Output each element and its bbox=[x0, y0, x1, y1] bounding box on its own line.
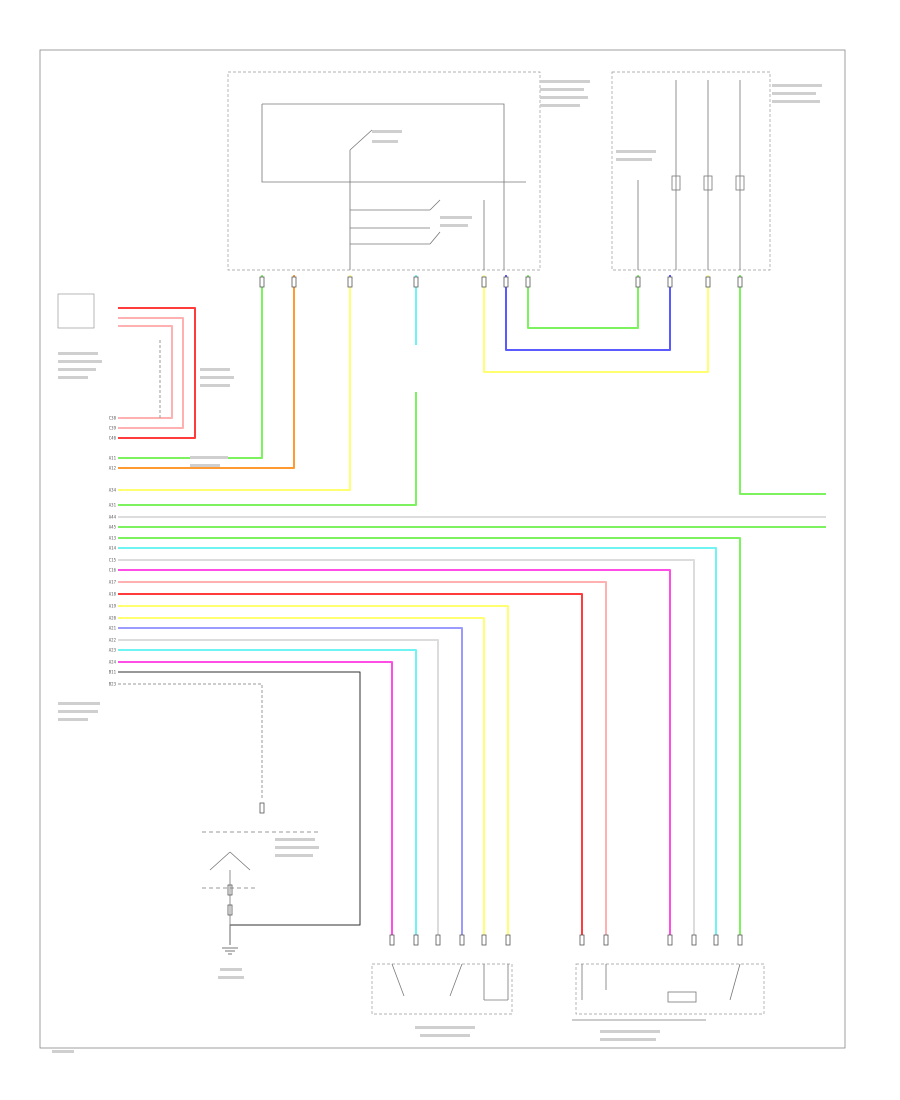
ecm-pin-6: A31 bbox=[109, 503, 117, 508]
ecm-pin-0: C38 bbox=[109, 416, 117, 421]
page-border bbox=[39, 49, 846, 1049]
wire-harness bbox=[118, 275, 826, 945]
wire-w4 bbox=[118, 275, 263, 459]
connector-pins bbox=[227, 276, 743, 946]
relay-contacts bbox=[261, 103, 526, 270]
connector-20 bbox=[691, 934, 697, 946]
sensor-elements bbox=[572, 963, 741, 1021]
connector-12 bbox=[413, 934, 419, 946]
connector-23 bbox=[259, 802, 265, 814]
sensor-box bbox=[575, 963, 765, 1015]
connector-3 bbox=[413, 276, 419, 288]
connector-7 bbox=[635, 276, 641, 288]
wire-w27 bbox=[739, 275, 826, 495]
ecm-pin-20: A24 bbox=[109, 660, 117, 665]
ecm-box bbox=[57, 293, 95, 329]
ecm-pin-18: A22 bbox=[109, 638, 117, 643]
wire-w22 bbox=[118, 671, 361, 945]
ecm-pin-9: A13 bbox=[109, 536, 117, 541]
wire-w5 bbox=[118, 275, 295, 469]
wire-w11 bbox=[118, 547, 717, 945]
wire-w25 bbox=[505, 275, 671, 351]
ecm-pin-column: C38C39C40A11A12A34A31A44A45A13A14C15C16A… bbox=[109, 416, 117, 687]
wire-w12 bbox=[118, 559, 695, 945]
connector-8 bbox=[667, 276, 673, 288]
wire-w14 bbox=[118, 581, 607, 945]
wire-w21 bbox=[118, 661, 393, 945]
ecm-pin-2: C40 bbox=[109, 436, 117, 441]
connector-2 bbox=[347, 276, 353, 288]
connector-9 bbox=[705, 276, 711, 288]
connector-17 bbox=[579, 934, 585, 946]
component-frames bbox=[39, 49, 846, 1049]
connector-14 bbox=[459, 934, 465, 946]
ecm-pin-1: C39 bbox=[109, 426, 117, 431]
wire-w15 bbox=[118, 593, 583, 945]
connector-15 bbox=[481, 934, 487, 946]
ecm-pin-8: A45 bbox=[109, 525, 117, 530]
ecm-pin-22: B23 bbox=[109, 682, 117, 687]
wire-w10 bbox=[118, 537, 741, 945]
wire-w23 bbox=[118, 683, 263, 800]
switch-box bbox=[371, 963, 513, 1015]
ecm-pin-19: A23 bbox=[109, 648, 117, 653]
ecm-pin-13: A17 bbox=[109, 580, 117, 585]
connector-1 bbox=[291, 276, 297, 288]
ecm-pin-12: C16 bbox=[109, 568, 117, 573]
wire-w16 bbox=[118, 605, 509, 945]
wire-w18 bbox=[118, 627, 463, 945]
wire-w7 bbox=[118, 392, 417, 506]
wire-w1 bbox=[118, 307, 196, 439]
ecm-pin-3: A11 bbox=[109, 456, 117, 461]
range-switch-symbol bbox=[202, 831, 320, 945]
wire-w6 bbox=[118, 275, 351, 491]
ecm-pin-14: A18 bbox=[109, 592, 117, 597]
wire-w2 bbox=[118, 317, 184, 429]
ecm-pin-5: A34 bbox=[109, 488, 117, 493]
connector-6 bbox=[525, 276, 531, 288]
connector-10 bbox=[737, 276, 743, 288]
wire-w13 bbox=[118, 569, 671, 945]
label-placeholders bbox=[52, 80, 822, 1053]
relay-box bbox=[227, 71, 541, 271]
ecm-pin-16: A20 bbox=[109, 616, 117, 621]
ground-icon bbox=[222, 947, 238, 955]
connector-4 bbox=[481, 276, 487, 288]
connector-18 bbox=[603, 934, 609, 946]
wire-w26 bbox=[527, 275, 639, 329]
switch-contacts bbox=[391, 963, 509, 1001]
connector-16 bbox=[505, 934, 511, 946]
wire-w24 bbox=[483, 275, 709, 373]
ecm-pin-11: C15 bbox=[109, 558, 117, 563]
ecm-pin-7: A44 bbox=[109, 515, 117, 520]
connector-11 bbox=[389, 934, 395, 946]
ecm-pin-15: A19 bbox=[109, 604, 117, 609]
ecm-pin-10: A14 bbox=[109, 546, 117, 551]
fuse-box bbox=[611, 71, 771, 271]
ecm-pin-21: B11 bbox=[109, 670, 117, 675]
wire-w3 bbox=[118, 325, 173, 419]
wire-w19 bbox=[118, 639, 439, 945]
wire-w20 bbox=[118, 649, 417, 945]
ecm-pin-4: A12 bbox=[109, 466, 117, 471]
fuse-elements bbox=[637, 80, 745, 270]
connector-13 bbox=[435, 934, 441, 946]
connector-5 bbox=[503, 276, 509, 288]
wire-w17 bbox=[118, 617, 485, 945]
ecm-pin-17: A21 bbox=[109, 626, 117, 631]
connector-19 bbox=[667, 934, 673, 946]
connector-22 bbox=[737, 934, 743, 946]
connector-0 bbox=[259, 276, 265, 288]
connector-21 bbox=[713, 934, 719, 946]
